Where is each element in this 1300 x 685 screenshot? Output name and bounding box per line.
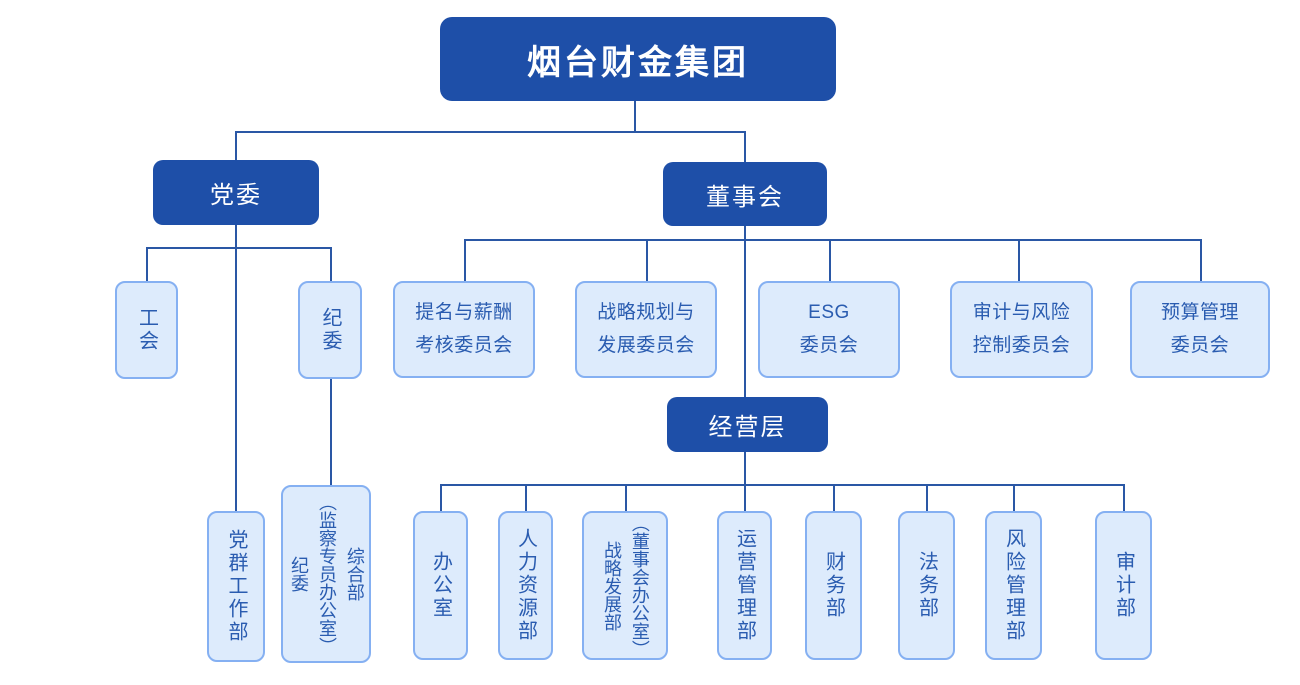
connector-line [926,484,928,511]
connector-line [330,378,332,485]
connector-line [235,225,237,512]
connector-line [235,131,745,133]
connector-line [744,226,746,397]
connector-line [440,484,1124,486]
hr-department-label: 人力资源部 [514,528,537,643]
party-masses-work-department-label: 党群工作部 [225,529,247,644]
connector-line [646,239,648,281]
discipline-general-office-node: 纪委 （监察专员办公室） 综合部 [281,485,371,663]
party-masses-work-department-node: 党群工作部 [207,511,265,662]
legal-department-label: 法务部 [915,551,938,620]
org-root-label: 烟台财金集团 [527,43,749,82]
board-of-directors-node: 董事会 [663,162,827,226]
discipline-committee-label: 纪委 [319,307,341,353]
connector-line [235,131,237,160]
connector-line [1013,484,1015,511]
discipline-committee-node: 纪委 [298,281,362,379]
budget-management-committee-node: 预算管理 委员会 [1130,281,1270,378]
connector-line [744,452,746,512]
esg-committee-label: ESG 委员会 [799,302,859,356]
finance-department-node: 财务部 [805,511,862,660]
management-layer-node: 经营层 [667,397,828,452]
labor-union-label: 工会 [135,307,158,353]
general-office-node: 办公室 [413,511,468,660]
nomination-remuneration-committee-node: 提名与薪酬 考核委员会 [393,281,535,378]
general-office-label: 办公室 [429,551,452,620]
connector-line [833,484,835,511]
operations-management-department-node: 运营管理部 [717,511,772,660]
management-layer-label: 经营层 [708,414,787,441]
audit-department-label: 审计部 [1112,551,1135,620]
audit-risk-control-committee-node: 审计与风险 控制委员会 [950,281,1093,378]
connector-line [1018,239,1020,281]
labor-union-node: 工会 [115,281,178,379]
connector-line [525,484,527,511]
esg-committee-node: ESG 委员会 [758,281,900,378]
nomination-remuneration-committee-label: 提名与薪酬 考核委员会 [415,302,513,356]
connector-line [1200,239,1202,281]
risk-management-department-node: 风险管理部 [985,511,1042,660]
operations-management-department-label: 运营管理部 [733,528,756,643]
risk-management-department-label: 风险管理部 [1002,528,1025,643]
strategic-development-department-node: 战略发展部 （董事会办公室） [582,511,668,660]
connector-line [625,484,627,511]
connector-line [744,131,746,162]
strategy-planning-committee-label: 战略规划与 发展委员会 [597,302,695,356]
connector-line [330,247,332,281]
connector-line [464,239,466,281]
audit-department-node: 审计部 [1095,511,1152,660]
connector-line [464,239,1200,241]
strategic-development-department-label: 战略发展部 （董事会办公室） [602,513,650,658]
legal-department-node: 法务部 [898,511,955,660]
audit-risk-control-committee-label: 审计与风险 控制委员会 [972,302,1071,356]
connector-line [146,247,148,281]
connector-line [146,247,330,249]
strategy-planning-committee-node: 战略规划与 发展委员会 [575,281,717,378]
connector-line [634,101,636,131]
party-committee-node: 党委 [153,160,319,225]
party-committee-label: 党委 [210,182,262,209]
discipline-general-office-label: 纪委 （监察专员办公室） 综合部 [289,493,365,655]
connector-line [1123,484,1125,511]
connector-line [440,484,442,511]
finance-department-label: 财务部 [822,551,845,620]
board-of-directors-label: 董事会 [706,183,784,211]
hr-department-node: 人力资源部 [498,511,553,660]
budget-management-committee-label: 预算管理 委员会 [1160,302,1239,356]
org-root-node: 烟台财金集团 [440,17,836,101]
connector-line [829,239,831,281]
